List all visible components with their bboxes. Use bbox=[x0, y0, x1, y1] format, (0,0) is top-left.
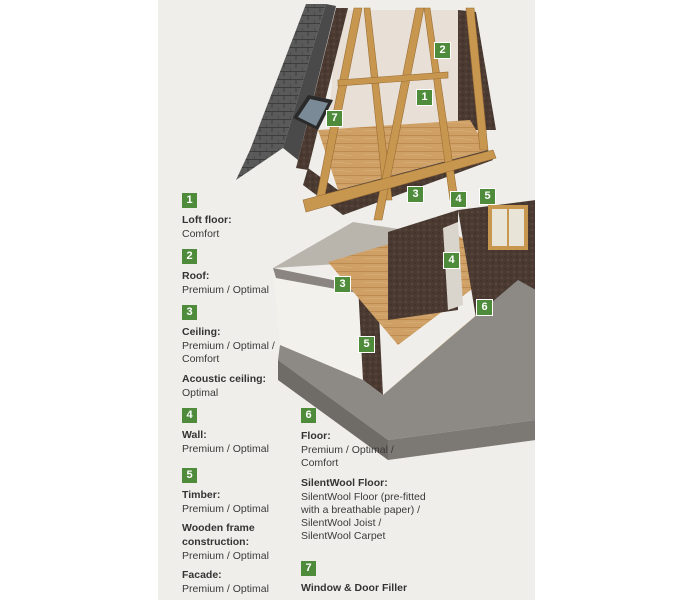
facade-wall bbox=[273, 268, 363, 380]
legend-ceiling-value-2: Comfort bbox=[182, 353, 220, 365]
house-cutaway-illustration bbox=[236, 4, 535, 460]
legend-roof-value: Premium / Optimal bbox=[182, 284, 269, 296]
marker-floor: 6 bbox=[476, 299, 493, 316]
legend-facade-value: Premium / Optimal bbox=[182, 583, 269, 595]
legend-badge-timber: 5 bbox=[182, 468, 197, 483]
legend-badge-roof: 2 bbox=[182, 249, 197, 264]
legend-ceiling-title: Ceiling: bbox=[182, 326, 221, 338]
legend-silentwool-line-3: SilentWool Joist / bbox=[301, 517, 382, 529]
legend-floor-title: Floor: bbox=[301, 430, 331, 442]
legend-timber-title: Timber: bbox=[182, 489, 221, 501]
legend-badge-loft: 1 bbox=[182, 193, 197, 208]
marker-timber-upper: 5 bbox=[479, 188, 496, 205]
foundation bbox=[278, 280, 535, 440]
marker-loft-floor: 1 bbox=[416, 89, 433, 106]
marker-wall-upper: 4 bbox=[450, 191, 467, 208]
legend-acoustic-value: Optimal bbox=[182, 387, 219, 399]
legend-frame-title-2: construction: bbox=[182, 536, 250, 548]
legend-frame-value: Premium / Optimal bbox=[182, 550, 269, 562]
legend-silentwool-line-4: SilentWool Carpet bbox=[301, 530, 386, 542]
legend-badge-window: 7 bbox=[301, 561, 316, 576]
marker-window-door: 7 bbox=[326, 110, 343, 127]
legend-loft-title: Loft floor: bbox=[182, 214, 232, 226]
legend-badge-wall: 4 bbox=[182, 408, 197, 423]
roof-rafters bbox=[302, 7, 497, 221]
marker-timber-lower: 5 bbox=[358, 336, 375, 353]
legend-loft-value: Comfort bbox=[182, 228, 220, 240]
legend-timber-value: Premium / Optimal bbox=[182, 503, 269, 515]
ground-floor-slab bbox=[273, 222, 418, 268]
legend-floor-value-2: Comfort bbox=[301, 457, 339, 469]
diagram-panel: 2 1 7 3 4 5 4 3 6 5 1 Loft floor: Comfor… bbox=[158, 0, 535, 600]
legend-acoustic-title: Acoustic ceiling: bbox=[182, 373, 267, 385]
legend-silentwool-title: SilentWool Floor: bbox=[301, 477, 388, 489]
roof-tiles bbox=[236, 4, 336, 180]
marker-wall-lower: 4 bbox=[443, 252, 460, 269]
legend-roof-title: Roof: bbox=[182, 270, 210, 282]
legend-silentwool-line-2: with a breathable paper) / bbox=[301, 504, 421, 516]
marker-ceiling-lower: 3 bbox=[334, 276, 351, 293]
legend-silentwool-line-1: SilentWool Floor (pre-fitted bbox=[301, 491, 426, 503]
legend-wall-value: Premium / Optimal bbox=[182, 443, 269, 455]
legend-badge-ceiling: 3 bbox=[182, 305, 197, 320]
legend-window-title: Window & Door Filler bbox=[301, 582, 408, 594]
legend-frame-title-1: Wooden frame bbox=[182, 522, 255, 534]
legend-wall-title: Wall: bbox=[182, 429, 207, 441]
marker-roof: 2 bbox=[434, 42, 451, 59]
legend-floor-value-1: Premium / Optimal / bbox=[301, 444, 394, 456]
legend-ceiling-value-1: Premium / Optimal / bbox=[182, 340, 275, 352]
legend-badge-floor: 6 bbox=[301, 408, 316, 423]
legend-facade-title: Facade: bbox=[182, 569, 222, 581]
marker-ceiling-upper: 3 bbox=[407, 186, 424, 203]
